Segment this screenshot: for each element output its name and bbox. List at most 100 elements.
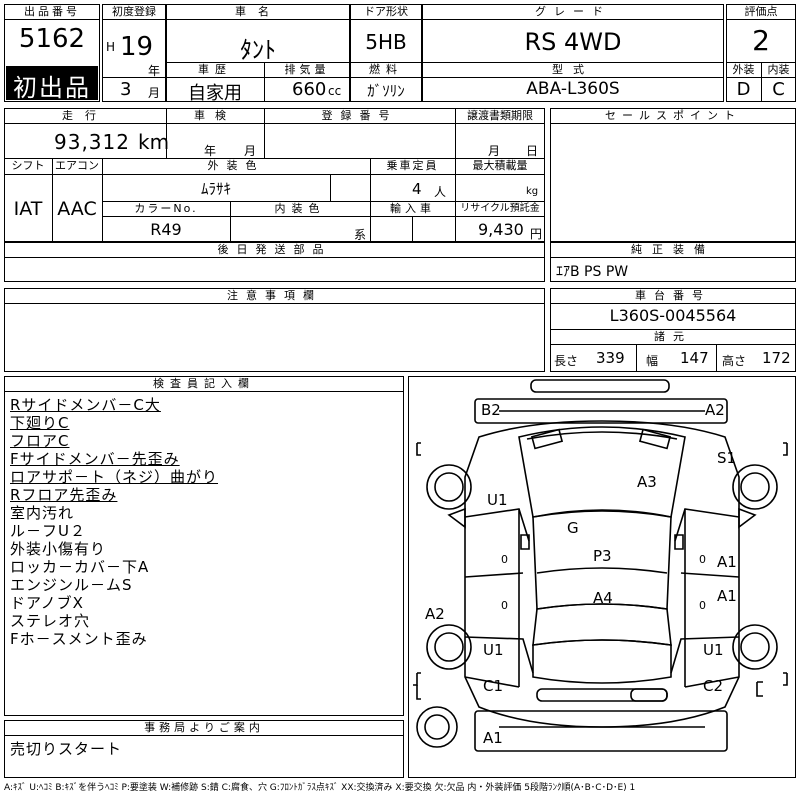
legend: A:ｷｽﾞ U:ﾍｺﾐ B:ｷｽﾞを伴うﾍｺﾐ P:要塗装 W:補修跡 S:錆 … <box>4 783 636 793</box>
chassis-box <box>550 288 796 372</box>
mileage-unit: km <box>138 130 170 154</box>
registration-box <box>102 4 166 102</box>
inspector-line-14: Fホ－スメント歪み <box>10 630 148 648</box>
reg-month: 3 <box>120 79 132 100</box>
car-name: ﾀﾝﾄ <box>240 36 276 64</box>
first-listing-label: 初出品 <box>13 74 91 102</box>
inspection-year-unit: 年 <box>204 144 217 158</box>
interior-label: 内装 <box>767 63 790 76</box>
mark-c1: C1 <box>483 677 504 695</box>
fuel-value: ｶﾞｿﾘﾝ <box>367 82 405 100</box>
month-unit: 月 <box>148 86 161 100</box>
inspection-month-unit: 月 <box>244 144 257 158</box>
load-unit: kg <box>526 186 539 197</box>
first-listing-badge <box>6 66 98 100</box>
inspector-line-3: フロアC <box>10 432 70 450</box>
displacement-value: 660 <box>292 79 327 100</box>
mark-u1-left-lower: U1 <box>483 641 504 659</box>
mark-c2: C2 <box>703 677 724 695</box>
car-diagram: B2 A2 S1 U1 A3 G 0 0 A1 P3 A4 A1 0 0 A2 … <box>408 376 796 778</box>
mark-zero-left-lower: 0 <box>501 599 508 612</box>
mark-s1: S1 <box>717 449 737 467</box>
mark-a1-right-upper: A1 <box>717 553 737 571</box>
sales-box <box>550 108 796 242</box>
model-value: ABA-L360S <box>526 79 620 99</box>
car-name-label: 車名 <box>235 5 281 18</box>
office-box <box>4 720 404 778</box>
grade-box <box>422 4 724 102</box>
fuel-label: 燃料 <box>369 63 403 76</box>
chassis-label: 車台番号 <box>635 289 711 302</box>
inspector-line-6: Rフロア先歪み <box>10 486 118 504</box>
transfer-day-unit: 日 <box>526 144 539 158</box>
inspector-line-1: Rサイドメンバ－C大 <box>10 396 161 414</box>
mileage-label: 走行 <box>62 109 108 122</box>
score-label: 評価点 <box>744 5 778 18</box>
mark-u1-left-upper: U1 <box>487 491 508 509</box>
specs-box <box>4 108 545 242</box>
caution-box <box>4 288 545 372</box>
mark-g: G <box>567 519 579 537</box>
equipment-value: ｴｱB PS PW <box>556 264 629 280</box>
mark-a2-top: A2 <box>705 401 725 419</box>
inspector-line-12: ドアノブX <box>10 594 84 612</box>
year-unit: 年 <box>148 64 161 78</box>
mark-a1-right-mid: A1 <box>717 587 737 605</box>
int-color-label: 内装色 <box>274 202 326 215</box>
transfer-label: 譲渡書類期限 <box>467 109 533 122</box>
recycle-value: 9,430 <box>478 220 524 239</box>
height-value: 172 <box>762 349 791 367</box>
mark-a4: A4 <box>593 589 613 607</box>
load-label: 最大積載量 <box>472 159 528 172</box>
inspection-label: 車検 <box>194 109 236 122</box>
exterior-label: 外装 <box>732 63 755 76</box>
history-value: 自家用 <box>188 83 242 104</box>
import-label: 輸入車 <box>390 202 435 215</box>
shift-label: シフト <box>11 159 45 172</box>
transfer-month-unit: 月 <box>488 144 501 158</box>
caution-label: 注意事項欄 <box>227 289 322 302</box>
inspector-label: 検査員記入欄 <box>153 377 255 390</box>
recycle-label: リサイクル預託金 <box>460 203 540 214</box>
color-no-label: カラーNo. <box>134 202 198 215</box>
ext-color-value: ﾑﾗｻｷ <box>200 180 231 198</box>
mark-b2: B2 <box>481 401 501 419</box>
later-parts-box <box>4 242 545 282</box>
inspector-line-4: Fサイドメンバ－先歪み <box>10 450 180 468</box>
inspector-line-10: ロッカ－カバ－下A <box>10 558 150 576</box>
recycle-unit: 円 <box>530 227 543 241</box>
length-label: 長さ <box>554 354 579 368</box>
color-no-value: R49 <box>150 220 182 239</box>
door-value: 5HB <box>365 30 407 54</box>
length-value: 339 <box>596 349 625 367</box>
score-value: 2 <box>752 24 770 57</box>
mark-p3: P3 <box>593 547 612 565</box>
mark-a1-bottom: A1 <box>483 729 503 747</box>
grade-label: グレード <box>535 5 611 18</box>
inspector-line-8: ル－フU２ <box>10 522 86 540</box>
ext-color-label: 外装色 <box>207 159 265 172</box>
exterior-value: D <box>736 79 751 100</box>
ac-label: エアコン <box>55 159 99 172</box>
capacity-unit: 人 <box>434 185 447 199</box>
inspector-line-13: ステレオ穴 <box>10 612 91 630</box>
mark-a3: A3 <box>637 473 657 491</box>
lot-number: 5162 <box>18 24 86 54</box>
era: H <box>106 40 116 54</box>
capacity-label: 乗車定員 <box>386 159 439 172</box>
dims-label: 諸元 <box>654 330 692 343</box>
registration-label: 初度登録 <box>112 5 156 18</box>
width-value: 147 <box>680 349 709 367</box>
office-label: 事務局よりご案内 <box>144 721 264 734</box>
int-color-suffix: 系 <box>354 228 367 242</box>
mark-u1-right-lower: U1 <box>703 641 724 659</box>
mark-zero-right-upper: 0 <box>699 553 706 566</box>
inspector-line-5: ロアサポ－ト（ネジ）曲がり <box>10 468 219 486</box>
door-label: ドア形状 <box>364 5 408 18</box>
width-label: 幅 <box>646 354 659 368</box>
displacement-unit: cc <box>328 84 342 98</box>
inspector-box <box>4 376 404 716</box>
mark-a2-left: A2 <box>425 605 445 623</box>
displacement-label: 排気量 <box>284 63 330 76</box>
inspector-line-9: 外装小傷有り <box>10 540 107 558</box>
